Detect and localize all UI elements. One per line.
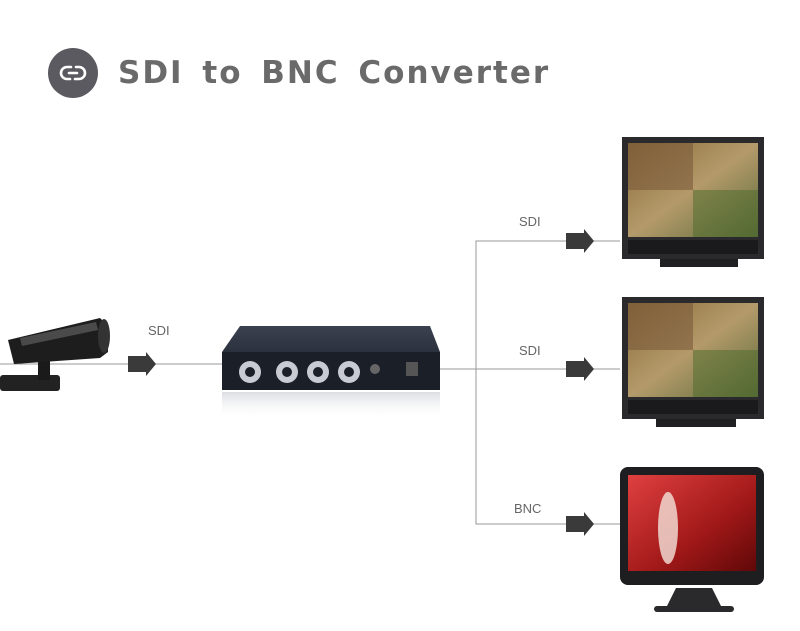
header: SDI to BNC Converter (48, 46, 550, 100)
output-label-1: SDI (519, 214, 541, 229)
monitor-3 (620, 467, 764, 612)
output-label-3: BNC (514, 501, 542, 516)
camera-icon (0, 318, 110, 391)
monitor-2 (622, 297, 764, 427)
page-title: SDI to BNC Converter (118, 55, 551, 91)
input-label: SDI (148, 323, 170, 338)
input-arrow (128, 352, 156, 376)
output-arrow-1 (566, 229, 594, 253)
arrows (128, 229, 594, 536)
output-arrow-2 (566, 357, 594, 381)
output-arrow-3 (566, 512, 594, 536)
converter-device (222, 326, 440, 420)
branch-lines (475, 240, 620, 525)
loop-icon (48, 48, 98, 98)
output-label-2: SDI (519, 343, 541, 358)
monitor-1 (622, 137, 764, 267)
